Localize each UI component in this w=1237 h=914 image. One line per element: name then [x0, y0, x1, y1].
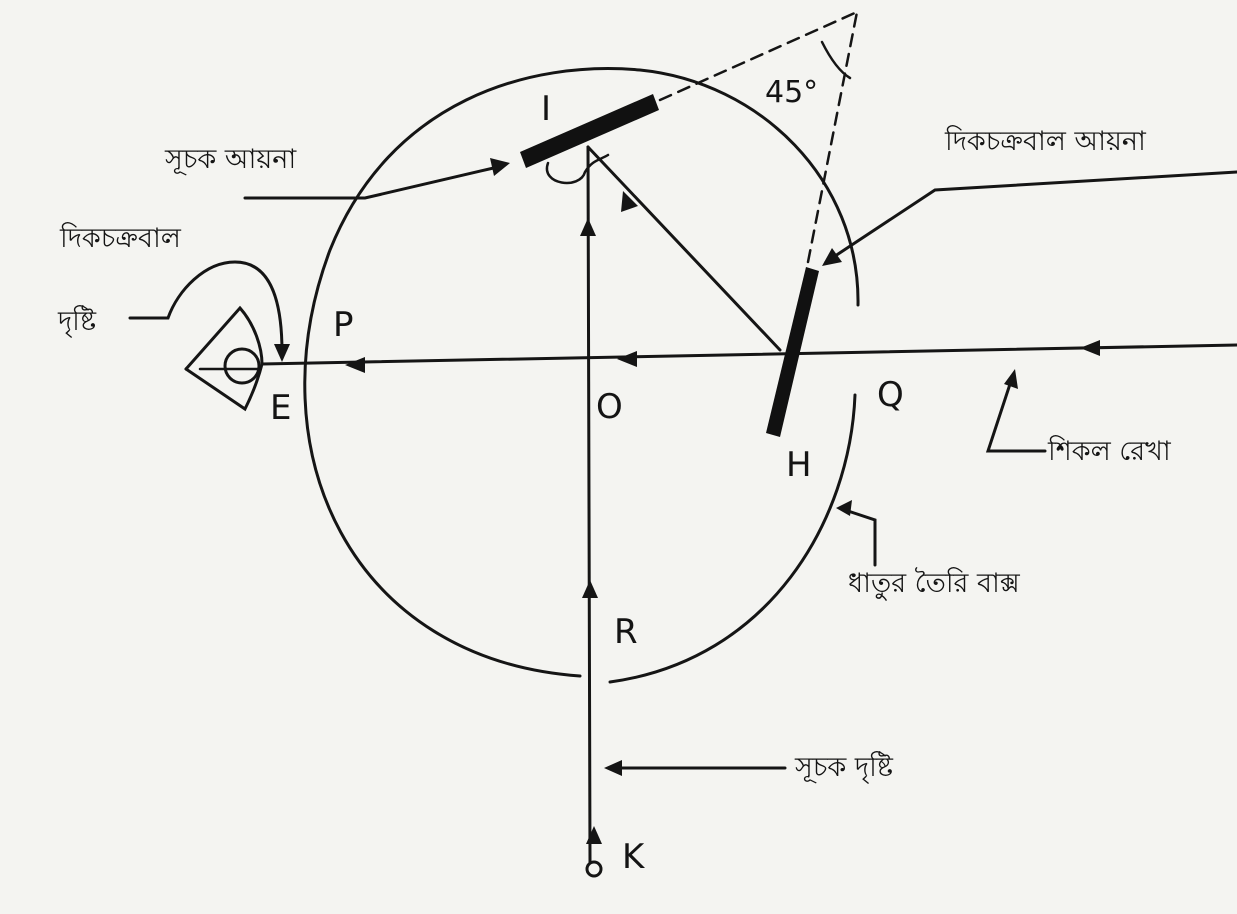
label-angle-45: 45° [765, 75, 818, 110]
station-k-circle [585, 860, 603, 878]
eye-icon [184, 305, 264, 412]
label-point-e: E [270, 388, 291, 428]
label-point-p: P [333, 305, 354, 345]
index-sight-arrow-lower [582, 580, 598, 598]
index-mirror-pointer-head [490, 158, 510, 176]
label-point-h: H [786, 445, 812, 485]
metal-box-outline-right [608, 393, 857, 684]
chain-line [260, 343, 1237, 366]
chain-line-arrow-right [1080, 340, 1100, 356]
angle-arc-at-i [545, 153, 610, 185]
label-point-o: O [596, 387, 623, 427]
horizon-sight-pointer-head [274, 344, 290, 362]
chain-line-arrow-mid [617, 351, 637, 367]
metal-box-pointer-head [836, 500, 852, 516]
horizon-mirror-pointer [824, 170, 1237, 264]
index-sight-pointer-head [604, 760, 622, 776]
chain-line-arrow-left [345, 357, 365, 373]
label-point-i: I [541, 89, 551, 129]
label-point-q: Q [877, 375, 904, 415]
label-index-mirror: সূচক আয়না [164, 144, 297, 175]
horizon-mirror-pointer-head [822, 248, 842, 266]
angle-45-arc [820, 40, 852, 80]
horizon-mirror [766, 267, 819, 437]
index-mirror-extension [658, 10, 859, 102]
label-index-sight: সূচক দৃষ্টি [794, 751, 894, 784]
label-horizon-sight-line2: দৃষ্টি [57, 305, 97, 338]
label-point-k: K [622, 837, 646, 877]
horizon-mirror-extension [806, 10, 859, 264]
horizon-sight-pointer [128, 260, 284, 354]
chain-line-pointer-head [1004, 369, 1018, 389]
chain-line-pointer [985, 376, 1047, 453]
index-sight-arrow-bottom [586, 826, 602, 844]
label-chain-line: শিকল রেখা [1047, 435, 1172, 467]
index-sight-arrow-upper [580, 218, 596, 236]
metal-box-pointer [843, 508, 877, 567]
reflected-ray [586, 145, 782, 352]
label-horizon-mirror: দিকচক্রবাল আয়না [944, 125, 1147, 157]
index-sight-line [586, 145, 592, 864]
label-horizon-sight-line1: দিকচক্রবাল [59, 222, 182, 254]
reflected-ray-arrow [621, 191, 638, 212]
index-mirror-pointer [243, 165, 500, 200]
metal-box-outline-left [303, 67, 860, 678]
label-metal-box: ধাতুর তৈরি বাক্স [848, 567, 1021, 600]
index-mirror [520, 94, 659, 168]
label-point-r: R [614, 612, 638, 652]
